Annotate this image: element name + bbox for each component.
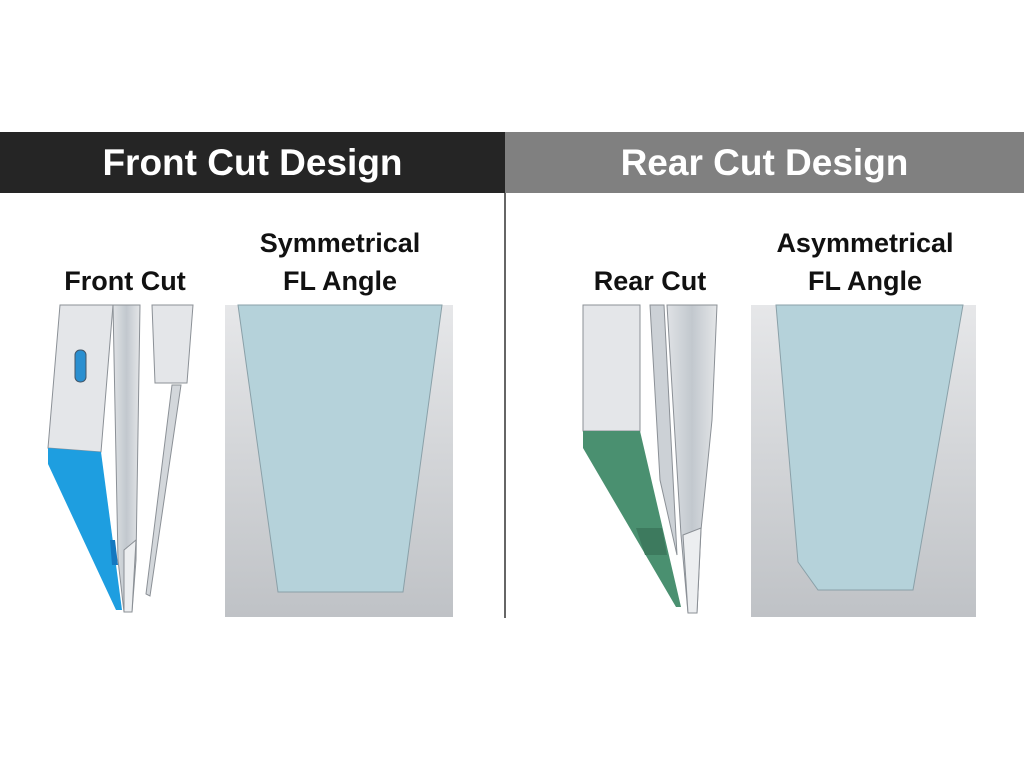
symmetrical-label: Symmetrical FL Angle: [230, 224, 450, 300]
rear-cut-blade: [582, 304, 718, 614]
rear-bevel: [583, 431, 681, 607]
front-cut-label: Front Cut: [64, 266, 186, 296]
rear-cut-header: Rear Cut Design: [505, 132, 1024, 193]
angle-label-line2: FL Angle: [283, 266, 397, 296]
front-cut-blade: [47, 304, 194, 613]
angle-label-line2: FL Angle: [808, 266, 922, 296]
blade-slot: [74, 349, 87, 383]
front-profile: [225, 304, 453, 617]
angle-label-line1: Asymmetrical: [776, 228, 954, 258]
rear-cut-label: Rear Cut: [593, 266, 707, 296]
angle-label-line1: Symmetrical: [259, 228, 421, 258]
asymmetrical-label: Asymmetrical FL Angle: [745, 224, 985, 300]
front-bevel: [48, 448, 122, 610]
rear-profile: [751, 304, 976, 617]
front-cut-title: Front Cut Design: [102, 141, 403, 183]
rear-cut-title: Rear Cut Design: [620, 141, 909, 183]
front-cut-header: Front Cut Design: [0, 132, 505, 193]
